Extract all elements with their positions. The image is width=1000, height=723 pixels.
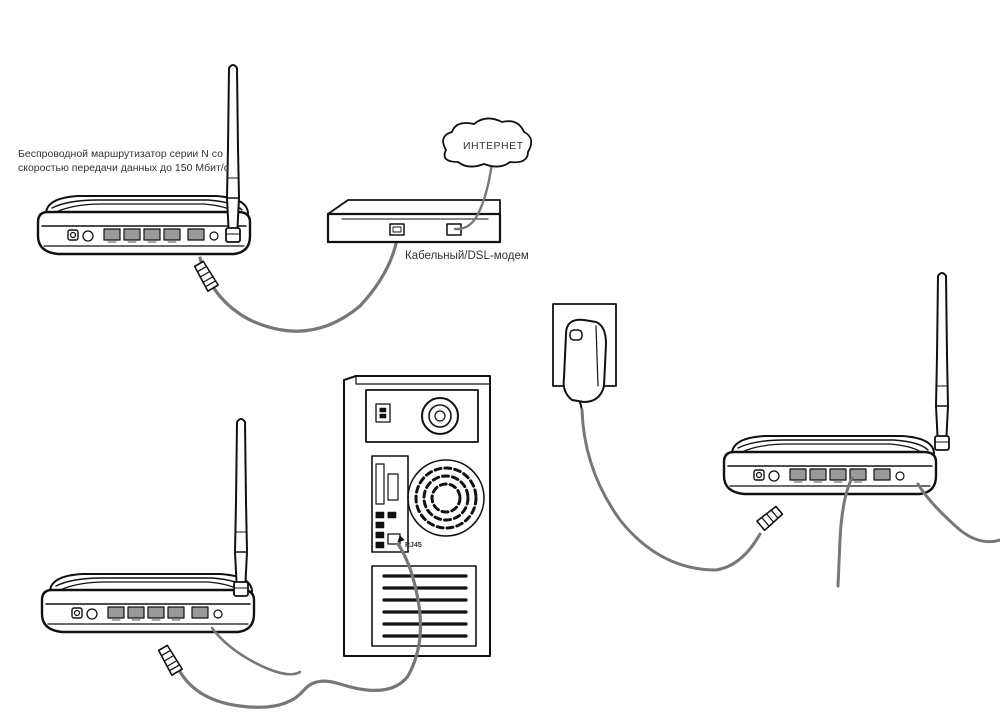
cable-router-to-pc bbox=[174, 542, 423, 709]
ethernet-plug-icon bbox=[157, 644, 183, 676]
desktop-pc-tower bbox=[343, 375, 491, 657]
ethernet-plug-icon bbox=[193, 260, 219, 292]
cable-power bbox=[580, 408, 762, 572]
router-caption-line1: Беспроводной маршрутизатор серии N со bbox=[18, 148, 223, 160]
power-adapter bbox=[552, 303, 617, 411]
rj45-caption: RJ45 bbox=[405, 542, 422, 549]
cable-dsl-modem bbox=[326, 199, 502, 244]
modem-caption: Кабельный/DSL-модем bbox=[405, 250, 529, 262]
cable-right-lan bbox=[836, 476, 854, 588]
cable-modem-to-internet bbox=[453, 160, 494, 231]
router-caption-line2: скоростью передачи данных до 150 Мбит/с bbox=[18, 162, 229, 174]
internet-cloud-icon bbox=[442, 117, 533, 168]
router-caption: Беспроводной маршрутизатор серии N со ск… bbox=[18, 147, 229, 175]
router-right bbox=[722, 272, 950, 496]
cable-router-to-modem bbox=[198, 232, 400, 333]
router-bottom-left bbox=[40, 418, 256, 634]
internet-caption: ИНТЕРНЕТ bbox=[463, 140, 524, 152]
cable-right-wan bbox=[916, 482, 1000, 544]
power-plug-icon bbox=[756, 505, 784, 532]
cable-router-wan-loop bbox=[210, 626, 302, 676]
